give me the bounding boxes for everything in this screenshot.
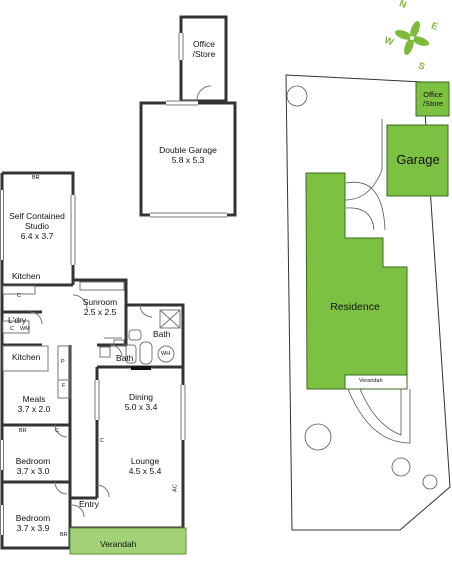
tree-icon <box>286 85 308 107</box>
c-label-laundry: C <box>10 326 14 332</box>
kitchen-label: Kitchen <box>12 352 41 362</box>
site-residence-label: Residence <box>330 301 380 313</box>
br-label-studio: BR <box>32 175 40 181</box>
c-label-lounge: C <box>100 438 104 444</box>
site-garage-label: Garage <box>396 152 440 167</box>
entry-label: Entry <box>79 499 99 509</box>
compass-icon <box>394 20 430 56</box>
laundry-label: L'dry <box>8 315 27 325</box>
site-verandah <box>344 374 408 390</box>
office-store-label: Office/Store <box>192 39 216 59</box>
bath-upper-label: Bath <box>153 329 171 339</box>
br-label-bedroom1: BR <box>19 428 27 434</box>
studio-kitchen-label: Kitchen <box>12 271 41 281</box>
site-boundary <box>285 74 451 531</box>
fireplace-hearth <box>131 366 151 370</box>
wm-label: WM <box>20 326 30 332</box>
tree-icon <box>422 474 438 490</box>
verandah-label: Verandah <box>100 539 137 549</box>
verandah-deck <box>69 527 187 555</box>
site-verandah-label: Verandah <box>359 378 383 384</box>
site-office-label: Office/Store <box>422 90 443 108</box>
c-label-meals: C <box>55 428 59 434</box>
site-garage <box>386 124 449 197</box>
tree-icon <box>391 457 411 477</box>
bath-lower-label: Bath <box>116 353 134 363</box>
f-label: F <box>62 383 66 389</box>
c-label-studio: C <box>17 293 21 299</box>
site-plan <box>285 74 451 531</box>
br-label-bedroom2: BR <box>60 532 68 538</box>
site-office-store <box>415 81 450 117</box>
wh-label: WH <box>161 351 171 357</box>
site-residence <box>305 172 408 390</box>
tree-icon <box>304 423 332 451</box>
ac-label: AC <box>172 484 179 492</box>
p-label: P <box>61 359 65 365</box>
